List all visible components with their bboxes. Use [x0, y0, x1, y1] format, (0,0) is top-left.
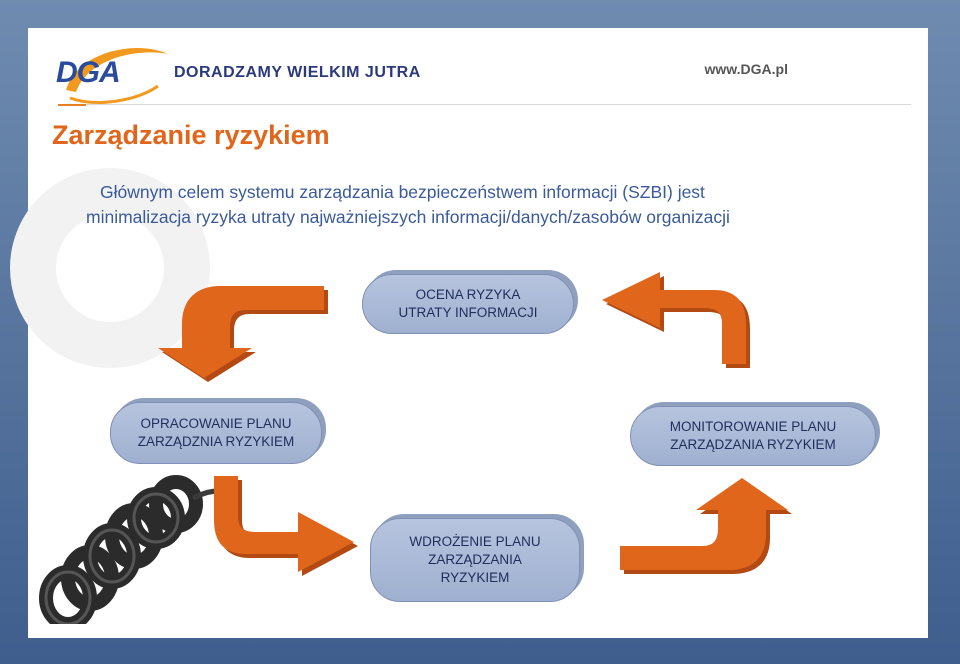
step-monitoring-line-1: MONITOROWANIE PLANU [670, 418, 837, 436]
step-risk-assessment-line-1: OCENA RYZYKA [416, 286, 521, 304]
arrow-top-right-icon [602, 272, 750, 368]
step-implementation: WDROŻENIE PLANU ZARZĄDZANIA RYZYKIEM [370, 518, 580, 602]
step-monitoring-line-2: ZARZĄDZANIA RYZYKIEM [670, 436, 836, 454]
step-risk-assessment-line-2: UTRATY INFORMACJI [398, 304, 537, 322]
arrow-top-left-icon [158, 286, 328, 382]
step-implementation-line-3: RYZYKIEM [441, 569, 510, 587]
slide: DGA DORADZAMY WIELKIM JUTRA www.DGA.pl Z… [28, 28, 928, 638]
step-monitoring: MONITOROWANIE PLANU ZARZĄDZANIA RYZYKIEM [630, 406, 876, 466]
arrow-bottom-left-icon [214, 476, 358, 576]
step-implementation-line-1: WDROŻENIE PLANU [409, 533, 540, 551]
step-plan-development-line-1: OPRACOWANIE PLANU [140, 415, 291, 433]
step-plan-development-line-2: ZARZĄDZNIA RYZYKIEM [138, 433, 295, 451]
step-implementation-line-2: ZARZĄDZANIA [428, 551, 522, 569]
arrow-bottom-right-icon [620, 478, 792, 574]
step-plan-development: OPRACOWANIE PLANU ZARZĄDZNIA RYZYKIEM [110, 402, 322, 464]
step-risk-assessment: OCENA RYZYKA UTRATY INFORMACJI [362, 274, 574, 334]
